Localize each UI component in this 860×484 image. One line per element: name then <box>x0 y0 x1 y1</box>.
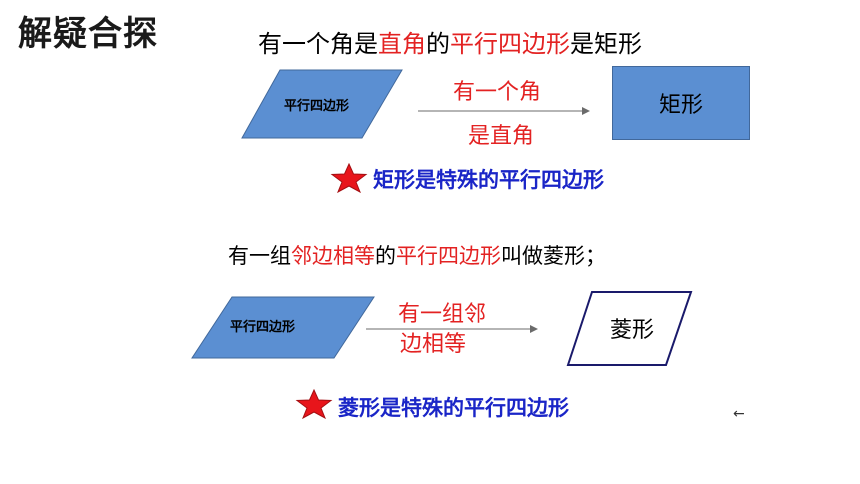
def2-mid: 的 <box>375 244 396 268</box>
rectangle-definition: 有一个角是直角的平行四边形是矩形 <box>258 24 642 59</box>
parallelogram-shape-2 <box>191 296 375 359</box>
conclusion-rhombus: 菱形是特殊的平行四边形 <box>338 396 569 420</box>
def-mid: 的 <box>426 30 450 58</box>
arrow-condition-line1-2: 有一组邻 <box>398 302 487 327</box>
parallelogram-label-2: 平行四边形 <box>230 320 296 335</box>
arrow-condition-line2-2: 边相等 <box>400 332 467 357</box>
star-icon-2 <box>295 389 333 419</box>
def-highlight-right-angle: 直角 <box>378 30 426 58</box>
def-highlight-parallelogram: 平行四边形 <box>450 30 570 58</box>
def2-highlight-adjacent-sides: 邻边相等 <box>291 244 375 268</box>
arrow-condition-top-1: 有一个角 <box>453 80 542 105</box>
rhombus-definition: 有一组邻边相等的平行四边形叫做菱形； <box>228 240 606 270</box>
parallelogram-shape-1 <box>241 69 403 139</box>
arrow-1 <box>418 107 590 115</box>
def2-prefix: 有一组 <box>228 244 291 268</box>
rectangle-shape: 矩形 <box>612 66 750 140</box>
arrow-2 <box>366 325 538 333</box>
conclusion-rectangle: 矩形是特殊的平行四边形 <box>373 168 604 192</box>
rhombus-label: 菱形 <box>610 318 655 343</box>
arrow-condition-bottom-1: 是直角 <box>468 124 535 149</box>
parallelogram-label-1: 平行四边形 <box>284 99 350 114</box>
star-icon-1 <box>330 163 368 193</box>
rhombus-shape <box>566 291 693 366</box>
page-title: 解疑合探 <box>18 14 158 54</box>
def2-highlight-parallelogram: 平行四边形 <box>396 244 501 268</box>
return-arrow-icon: ← <box>733 406 745 422</box>
def2-suffix: 叫做菱形； <box>501 244 606 268</box>
def-prefix: 有一个角是 <box>258 30 378 58</box>
rectangle-label: 矩形 <box>658 93 703 118</box>
def-suffix: 是矩形 <box>570 30 642 58</box>
